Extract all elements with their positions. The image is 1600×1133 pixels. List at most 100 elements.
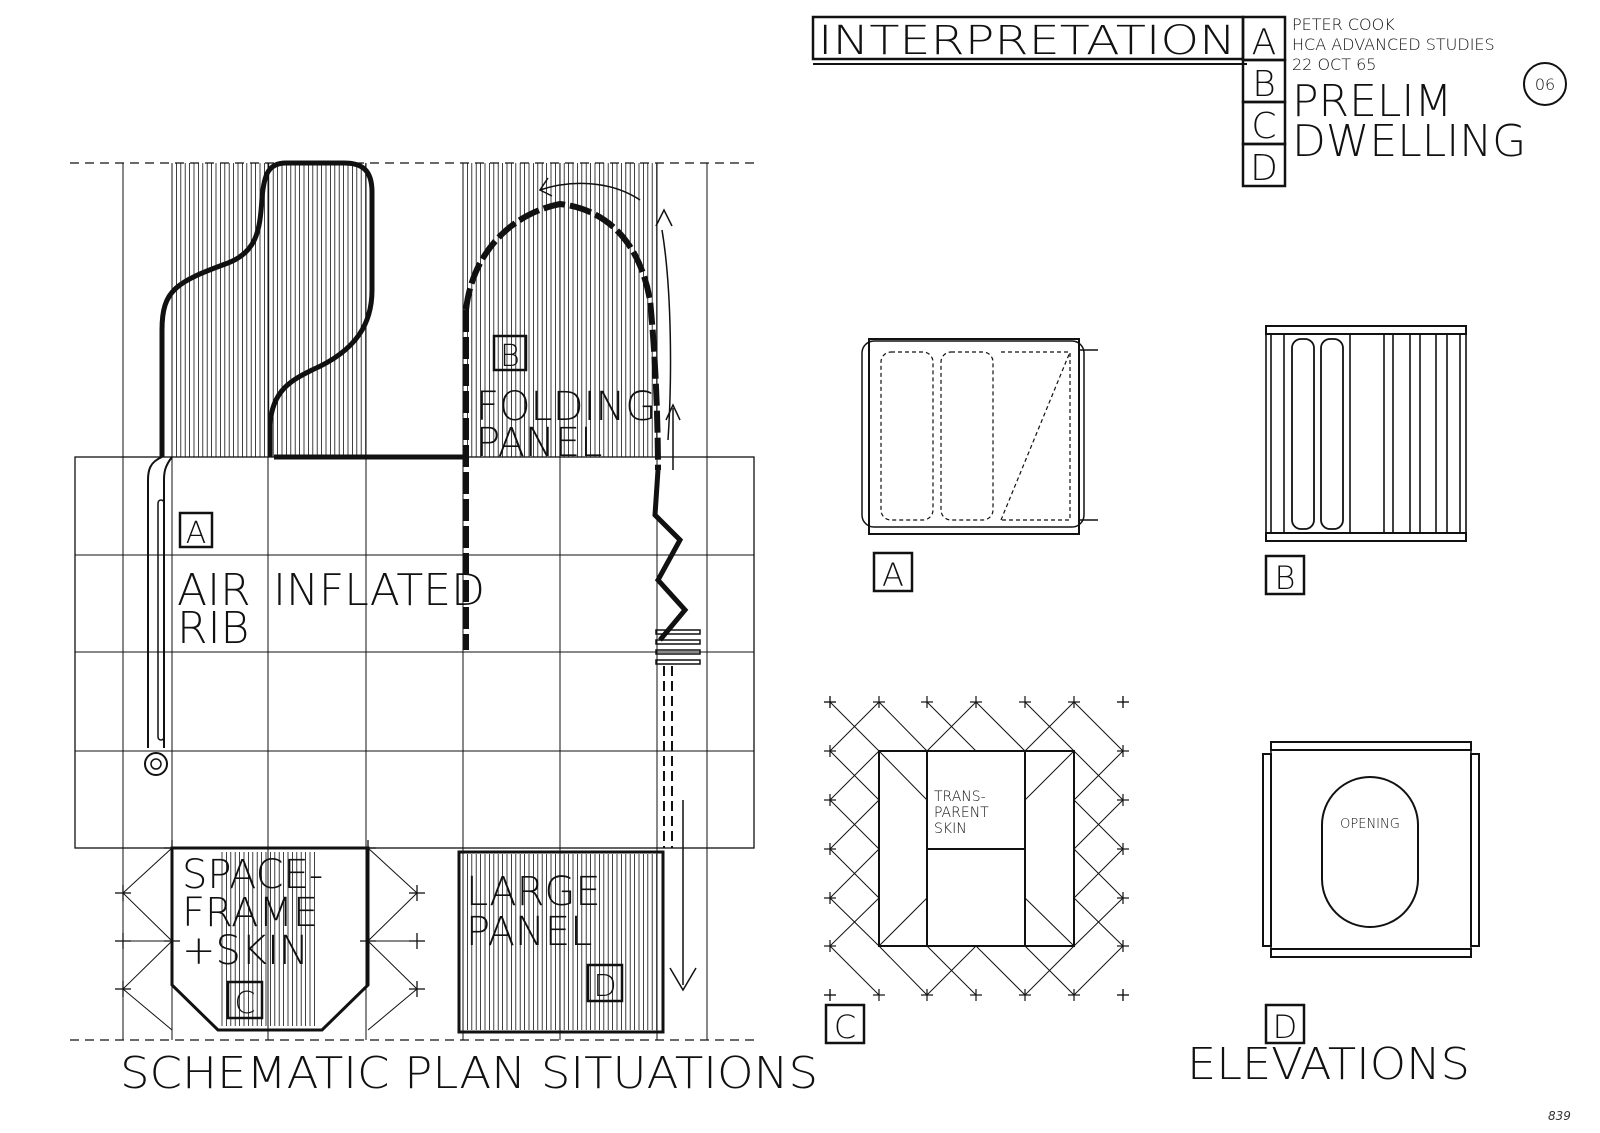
frame-member [122, 988, 173, 1031]
frame-member [829, 750, 880, 801]
elevation-a-skin [861, 340, 1085, 528]
elevation-b-open-panel-1 [1291, 338, 1315, 530]
folding-arrow-side-head [655, 208, 673, 227]
frame-member [122, 847, 173, 894]
folding-panel-zigzag [652, 469, 689, 642]
plan-a-air-label: AIR [177, 565, 251, 616]
elevation-d-left-post [1262, 753, 1272, 947]
plan-d-letter-box [586, 963, 624, 1003]
plan-c-frame-label: FRAME [182, 890, 318, 936]
stacked-panel-bars [655, 629, 701, 665]
large-panel-arrow-head [669, 967, 697, 992]
frame-member [829, 701, 880, 752]
panel-a-hatching [171, 163, 367, 457]
frame-member [829, 799, 880, 850]
elevation-c-letter: C [834, 1008, 856, 1046]
elevation-b: B [1264, 325, 1467, 597]
frame-member [878, 897, 928, 947]
frame-member [1073, 750, 1124, 801]
air-rib-tube-right [163, 456, 173, 748]
plan-b-letter-box [492, 334, 528, 372]
frame-member [367, 847, 418, 894]
frame-member [926, 701, 977, 752]
elevation-a-cushion-2 [940, 351, 994, 521]
air-rib-tube-left [147, 456, 163, 748]
plan-drawing: A AIR INFLATED RIB B FOLDING PANEL [70, 160, 818, 1099]
elevation-b-letter-box [1264, 554, 1306, 596]
interpretation-heading: INTERPRETATION [818, 18, 1236, 64]
frame-member [1024, 701, 1075, 752]
elevation-a-extension [1079, 349, 1098, 521]
panel-c-hatching [221, 852, 315, 1026]
frame-member [1073, 945, 1124, 996]
panel-d-hatching [462, 854, 657, 1030]
letter-c: C [1251, 106, 1276, 147]
letter-a: A [1252, 22, 1277, 63]
elevation-a-frame [868, 338, 1080, 535]
plan-a-rib-label: RIB [177, 603, 249, 654]
elevation-d-note: OPENING [1340, 817, 1400, 832]
frame-member [367, 940, 418, 990]
elevations: A B TRANS- PARENT SKIN C [824, 325, 1480, 1090]
elevation-d: OPENING D [1262, 741, 1480, 1046]
plan-d-letter: D [593, 969, 616, 1004]
elevation-d-opening [1321, 776, 1419, 928]
drawing-date: 22 OCT 65 [1292, 55, 1376, 74]
plan-b-letter: B [500, 339, 520, 374]
folding-arrow-right-head [665, 403, 681, 421]
frame-member [975, 945, 1026, 996]
archive-number: 839 [1548, 1109, 1571, 1123]
plan-caption: SCHEMATIC PLAN SITUATIONS [120, 1048, 818, 1099]
air-valve-inner [150, 758, 162, 770]
frame-member [1024, 750, 1075, 801]
frame-member [878, 701, 928, 752]
space-frame-lattice [115, 840, 425, 1031]
folding-arrow-top-head [538, 177, 553, 197]
frame-member [1073, 701, 1124, 752]
title-dwelling: DWELLING [1292, 116, 1526, 167]
author-name: PETER COOK [1292, 15, 1395, 34]
elevation-c-transparent-panel [926, 750, 1026, 850]
sheet-number-circle [1523, 62, 1567, 106]
large-panel-outline [457, 850, 665, 1034]
elevation-b-open-panel-2 [1320, 338, 1344, 530]
title-prelim: PRELIM [1292, 76, 1452, 127]
frame-member [829, 945, 880, 996]
frame-member [122, 940, 173, 990]
frame-member [1073, 897, 1124, 947]
title-block: INTERPRETATION A B C D PETER COOK HCA AD… [811, 15, 1567, 189]
folding-arrow-side [661, 229, 672, 441]
elevation-a-letter-box [872, 551, 914, 593]
folding-panel-arc [463, 200, 661, 471]
frame-member [926, 945, 977, 996]
elevation-a-cushion-1 [880, 351, 934, 521]
plan-c-space-label: SPACE- [182, 852, 323, 898]
elevation-c: TRANS- PARENT SKIN C [824, 696, 1129, 1046]
plan-d-large-label: LARGE [466, 869, 601, 915]
frame-member [878, 945, 928, 996]
frame-member [367, 988, 418, 1031]
sheet-number: 06 [1535, 75, 1555, 94]
air-rib-outer-outline [159, 160, 375, 457]
letter-d: D [1250, 148, 1278, 189]
institution-name: HCA ADVANCED STUDIES [1292, 35, 1495, 54]
frame-member [878, 750, 928, 801]
elevations-caption: ELEVATIONS [1187, 1039, 1470, 1090]
frame-member [1024, 945, 1075, 996]
elevation-d-letter: D [1273, 1008, 1298, 1046]
plan-c-letter: C [235, 986, 256, 1021]
frame-member [367, 892, 418, 942]
elevation-a: A [861, 338, 1098, 594]
elevation-b-top-rail [1265, 325, 1467, 335]
elevation-b-bottom-rail [1265, 532, 1467, 542]
elevation-c-note-2: PARENT [934, 805, 989, 821]
frame-member [829, 848, 880, 899]
plan-b-panel-label: PANEL [476, 420, 602, 466]
elevation-a-diagonal [1000, 351, 1071, 521]
frame-member [1024, 897, 1075, 947]
frame-member [122, 892, 173, 942]
elevation-d-letter-box [1264, 1003, 1306, 1045]
elevation-d-bottom-rail [1270, 948, 1472, 958]
plan-d-panel-label: PANEL [466, 909, 592, 955]
